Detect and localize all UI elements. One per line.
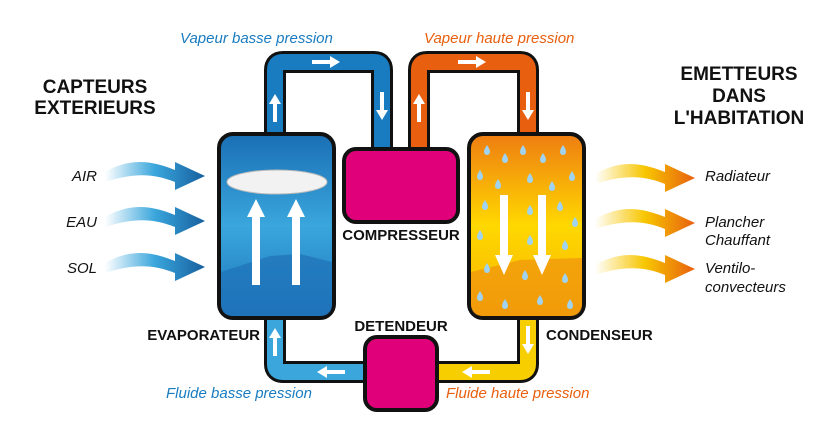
right-header-line1: EMETTEURS bbox=[680, 64, 797, 85]
low-pressure-vapor-label: Vapeur basse pression bbox=[180, 30, 333, 47]
arrow-up-icon bbox=[413, 94, 425, 122]
source-air: AIR bbox=[71, 168, 97, 185]
arrow-left-icon bbox=[317, 366, 345, 378]
radiateur-arrow-icon bbox=[595, 164, 695, 192]
eau-arrow-icon bbox=[105, 207, 205, 235]
arrow-up-icon bbox=[269, 94, 281, 122]
arrow-down-icon bbox=[376, 92, 388, 120]
source-eau: EAU bbox=[66, 214, 97, 231]
arrow-down-icon bbox=[522, 92, 534, 120]
left-header-line1: CAPTEURS bbox=[43, 77, 148, 98]
emitter-ventilo-line2: convecteurs bbox=[705, 279, 786, 296]
emitter-plancher-line2: Chauffant bbox=[705, 232, 771, 249]
pipe-low-fluid bbox=[267, 316, 366, 380]
condenser bbox=[467, 132, 586, 320]
emitter-plancher-line1: Plancher bbox=[705, 214, 765, 231]
emitter-radiateur: Radiateur bbox=[705, 168, 771, 185]
pipe-high-fluid-border bbox=[435, 316, 539, 383]
air-arrow-icon bbox=[105, 162, 205, 190]
flow-arrows bbox=[269, 56, 534, 378]
evaporator-label: EVAPORATEUR bbox=[147, 327, 260, 344]
left-header-line2: EXTERIEURS bbox=[34, 98, 155, 119]
source-sol: SOL bbox=[67, 260, 97, 277]
right-header-line2: DANS bbox=[712, 86, 766, 107]
arrow-right-icon bbox=[458, 56, 486, 68]
high-pressure-fluid-label: Fluide haute pression bbox=[446, 385, 589, 402]
arrow-up-icon bbox=[247, 199, 305, 285]
evaporator bbox=[217, 132, 336, 320]
expansion-valve bbox=[363, 335, 439, 412]
arrow-down-icon bbox=[522, 326, 534, 354]
expansion-valve-label: DETENDEUR bbox=[354, 318, 448, 335]
arrow-up-icon bbox=[269, 328, 281, 356]
high-pressure-vapor-label: Vapeur haute pression bbox=[424, 30, 574, 47]
ventilo-arrow-icon bbox=[595, 255, 695, 283]
compressor-label: COMPRESSEUR bbox=[342, 227, 460, 244]
pipe-low-fluid-border bbox=[264, 316, 366, 383]
arrow-right-icon bbox=[312, 56, 340, 68]
low-pressure-fluid-label: Fluide basse pression bbox=[166, 385, 312, 402]
plancher-arrow-icon bbox=[595, 209, 695, 237]
arrow-down-icon bbox=[495, 195, 551, 275]
pipe-high-fluid bbox=[435, 316, 536, 380]
arrow-left-icon bbox=[462, 366, 490, 378]
cloud-icon bbox=[226, 169, 328, 195]
right-header-line3: L'HABITATION bbox=[674, 108, 804, 129]
sol-arrow-icon bbox=[105, 253, 205, 281]
emitter-ventilo-line1: Ventilo- bbox=[705, 260, 755, 277]
compressor bbox=[342, 147, 460, 224]
condenser-label: CONDENSEUR bbox=[546, 327, 653, 344]
